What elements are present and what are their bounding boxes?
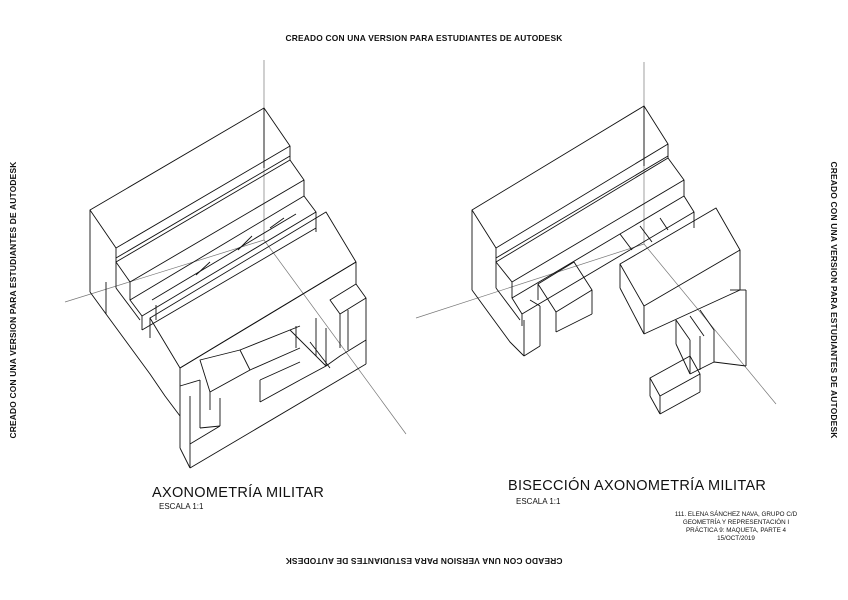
right-view-scale: ESCALA 1:1 (516, 497, 561, 506)
axonometry-left-drawing (64, 60, 407, 469)
title-block-practice: PRÁCTICA 9: MAQUETA, PARTE 4 (685, 527, 787, 534)
title-block-date: 15/OCT/2019 (717, 535, 755, 542)
right-view-title: BISECCIÓN AXONOMETRÍA MILITAR (508, 478, 767, 494)
left-view-scale: ESCALA 1:1 (159, 502, 204, 511)
left-view-title: AXONOMETRÍA MILITAR (152, 485, 325, 501)
axonometry-right-drawing (415, 62, 777, 415)
title-block-author: 111. ELENA SÁNCHEZ NAVA, GRUPO C/D (674, 511, 798, 518)
watermark-top: CREADO CON UNA VERSION PARA ESTUDIANTES … (285, 33, 563, 43)
title-block: 111. ELENA SÁNCHEZ NAVA, GRUPO C/D GEOME… (656, 511, 816, 543)
title-block-subject: GEOMETRÍA Y REPRESENTACIÓN I (682, 519, 790, 526)
